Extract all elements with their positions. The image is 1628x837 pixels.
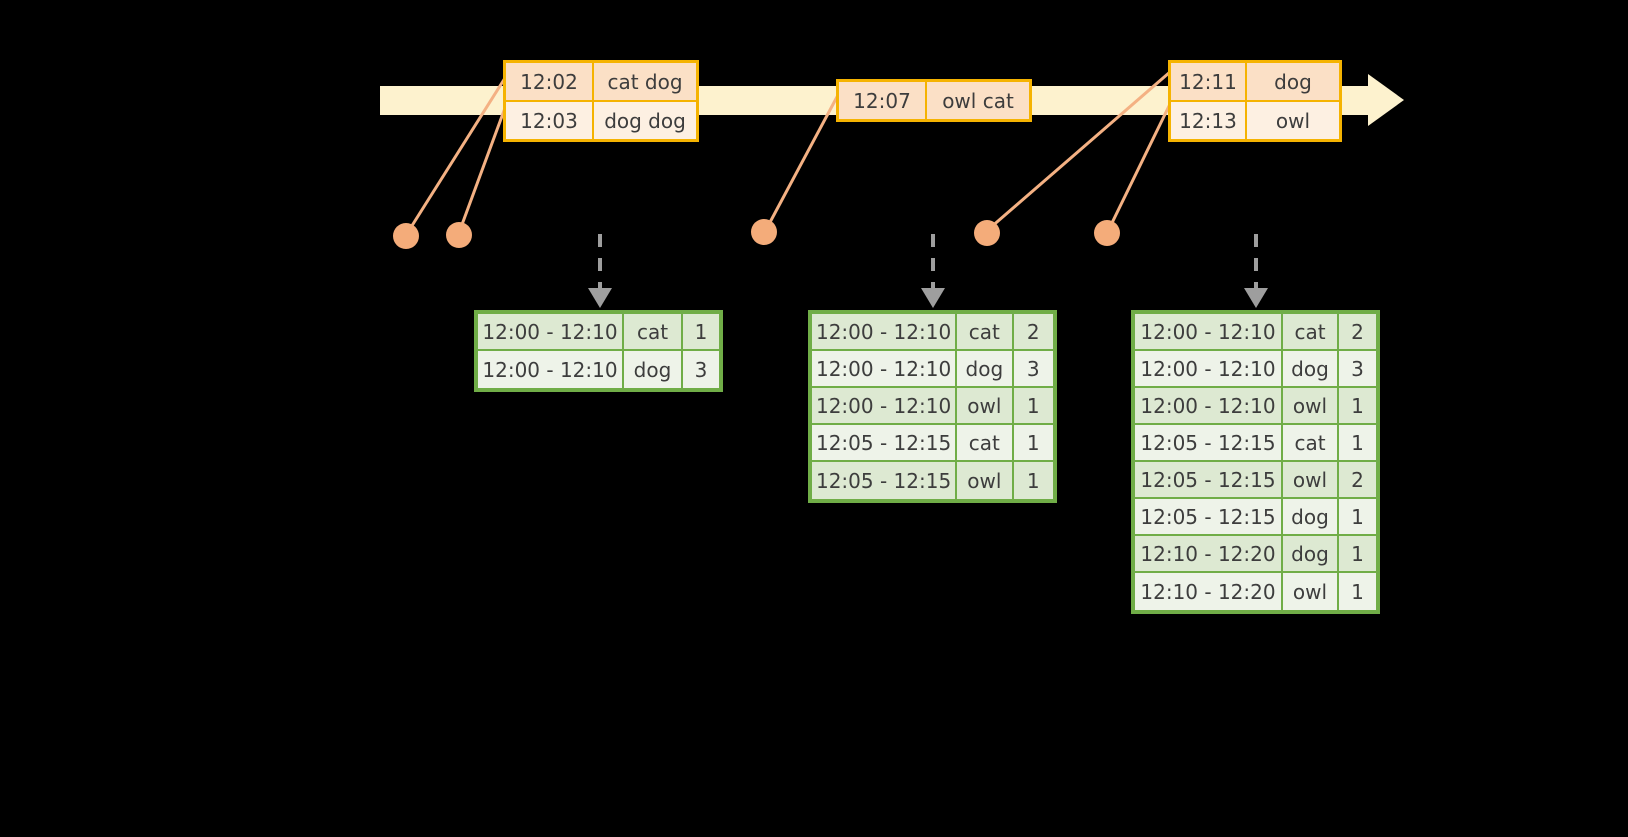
result-count: 1 (1013, 388, 1053, 425)
connector-dot-2 (446, 222, 472, 248)
result-count: 1 (1339, 425, 1376, 462)
result-window: 12:00 - 12:10 (812, 388, 958, 425)
event-words: cat dog (592, 63, 696, 100)
result-window: 12:00 - 12:10 (1135, 388, 1283, 425)
result-window: 12:05 - 12:15 (812, 462, 958, 499)
dashed-arrow-head-1 (588, 288, 612, 308)
event-box-3[interactable]: 12:11 dog 12:13 owl (1168, 60, 1342, 142)
result-word: owl (957, 388, 1014, 425)
result-window: 12:00 - 12:10 (812, 351, 958, 388)
result-count: 1 (1339, 499, 1376, 536)
result-count: 1 (1013, 462, 1053, 499)
result-window: 12:00 - 12:10 (478, 351, 624, 388)
result-window: 12:00 - 12:10 (1135, 314, 1283, 351)
dashed-arrow-head-2 (921, 288, 945, 308)
event-row: 12:03 dog dog (506, 100, 696, 139)
result-word: dog (1283, 499, 1339, 536)
timeline-arrow-icon (1368, 74, 1404, 126)
connector-dot-5 (1094, 220, 1120, 246)
result-count: 1 (1339, 573, 1376, 610)
event-box-1[interactable]: 12:02 cat dog 12:03 dog dog (503, 60, 699, 142)
connector-dot-3 (751, 219, 777, 245)
result-window: 12:10 - 12:20 (1135, 573, 1283, 610)
result-count: 1 (683, 314, 719, 351)
event-time: 12:13 (1171, 102, 1245, 139)
result-word: cat (957, 314, 1014, 351)
result-word: dog (1283, 536, 1339, 573)
result-word: cat (1283, 314, 1339, 351)
result-window: 12:05 - 12:15 (812, 425, 958, 462)
event-row: 12:11 dog (1171, 63, 1339, 100)
result-window: 12:00 - 12:10 (812, 314, 958, 351)
result-window: 12:05 - 12:15 (1135, 425, 1283, 462)
result-window: 12:00 - 12:10 (478, 314, 624, 351)
result-count: 2 (1339, 314, 1376, 351)
result-window: 12:05 - 12:15 (1135, 462, 1283, 499)
event-time: 12:07 (839, 82, 925, 119)
event-words: owl cat (925, 82, 1029, 119)
connector-line-2 (458, 107, 507, 231)
event-row: 12:07 owl cat (839, 82, 1029, 119)
result-count: 3 (683, 351, 719, 388)
result-count: 3 (1339, 351, 1376, 388)
result-count: 1 (1339, 388, 1376, 425)
result-word: dog (1283, 351, 1339, 388)
event-words: dog (1245, 63, 1339, 100)
result-window: 12:00 - 12:10 (1135, 351, 1283, 388)
result-count: 2 (1013, 314, 1053, 351)
event-time: 12:11 (1171, 63, 1245, 100)
connector-dot-1 (393, 223, 419, 249)
event-row: 12:13 owl (1171, 100, 1339, 139)
result-count: 1 (1339, 536, 1376, 573)
connector-dot-4 (974, 220, 1000, 246)
event-row: 12:02 cat dog (506, 63, 696, 100)
result-word: cat (1283, 425, 1339, 462)
result-word: dog (624, 351, 683, 388)
event-words: owl (1245, 102, 1339, 139)
result-count: 2 (1339, 462, 1376, 499)
event-time: 12:03 (506, 102, 592, 139)
event-time: 12:02 (506, 63, 592, 100)
result-word: owl (1283, 388, 1339, 425)
result-word: owl (957, 462, 1014, 499)
result-word: dog (957, 351, 1014, 388)
result-window: 12:05 - 12:15 (1135, 499, 1283, 536)
result-count: 3 (1013, 351, 1053, 388)
dashed-arrow-head-3 (1244, 288, 1268, 308)
result-word: cat (957, 425, 1014, 462)
connector-line-5 (1108, 103, 1172, 228)
result-count: 1 (1013, 425, 1053, 462)
result-word: owl (1283, 462, 1339, 499)
result-window: 12:10 - 12:20 (1135, 536, 1283, 573)
result-word: owl (1283, 573, 1339, 610)
result-word: cat (624, 314, 683, 351)
event-words: dog dog (592, 102, 696, 139)
event-box-2[interactable]: 12:07 owl cat (836, 79, 1032, 122)
